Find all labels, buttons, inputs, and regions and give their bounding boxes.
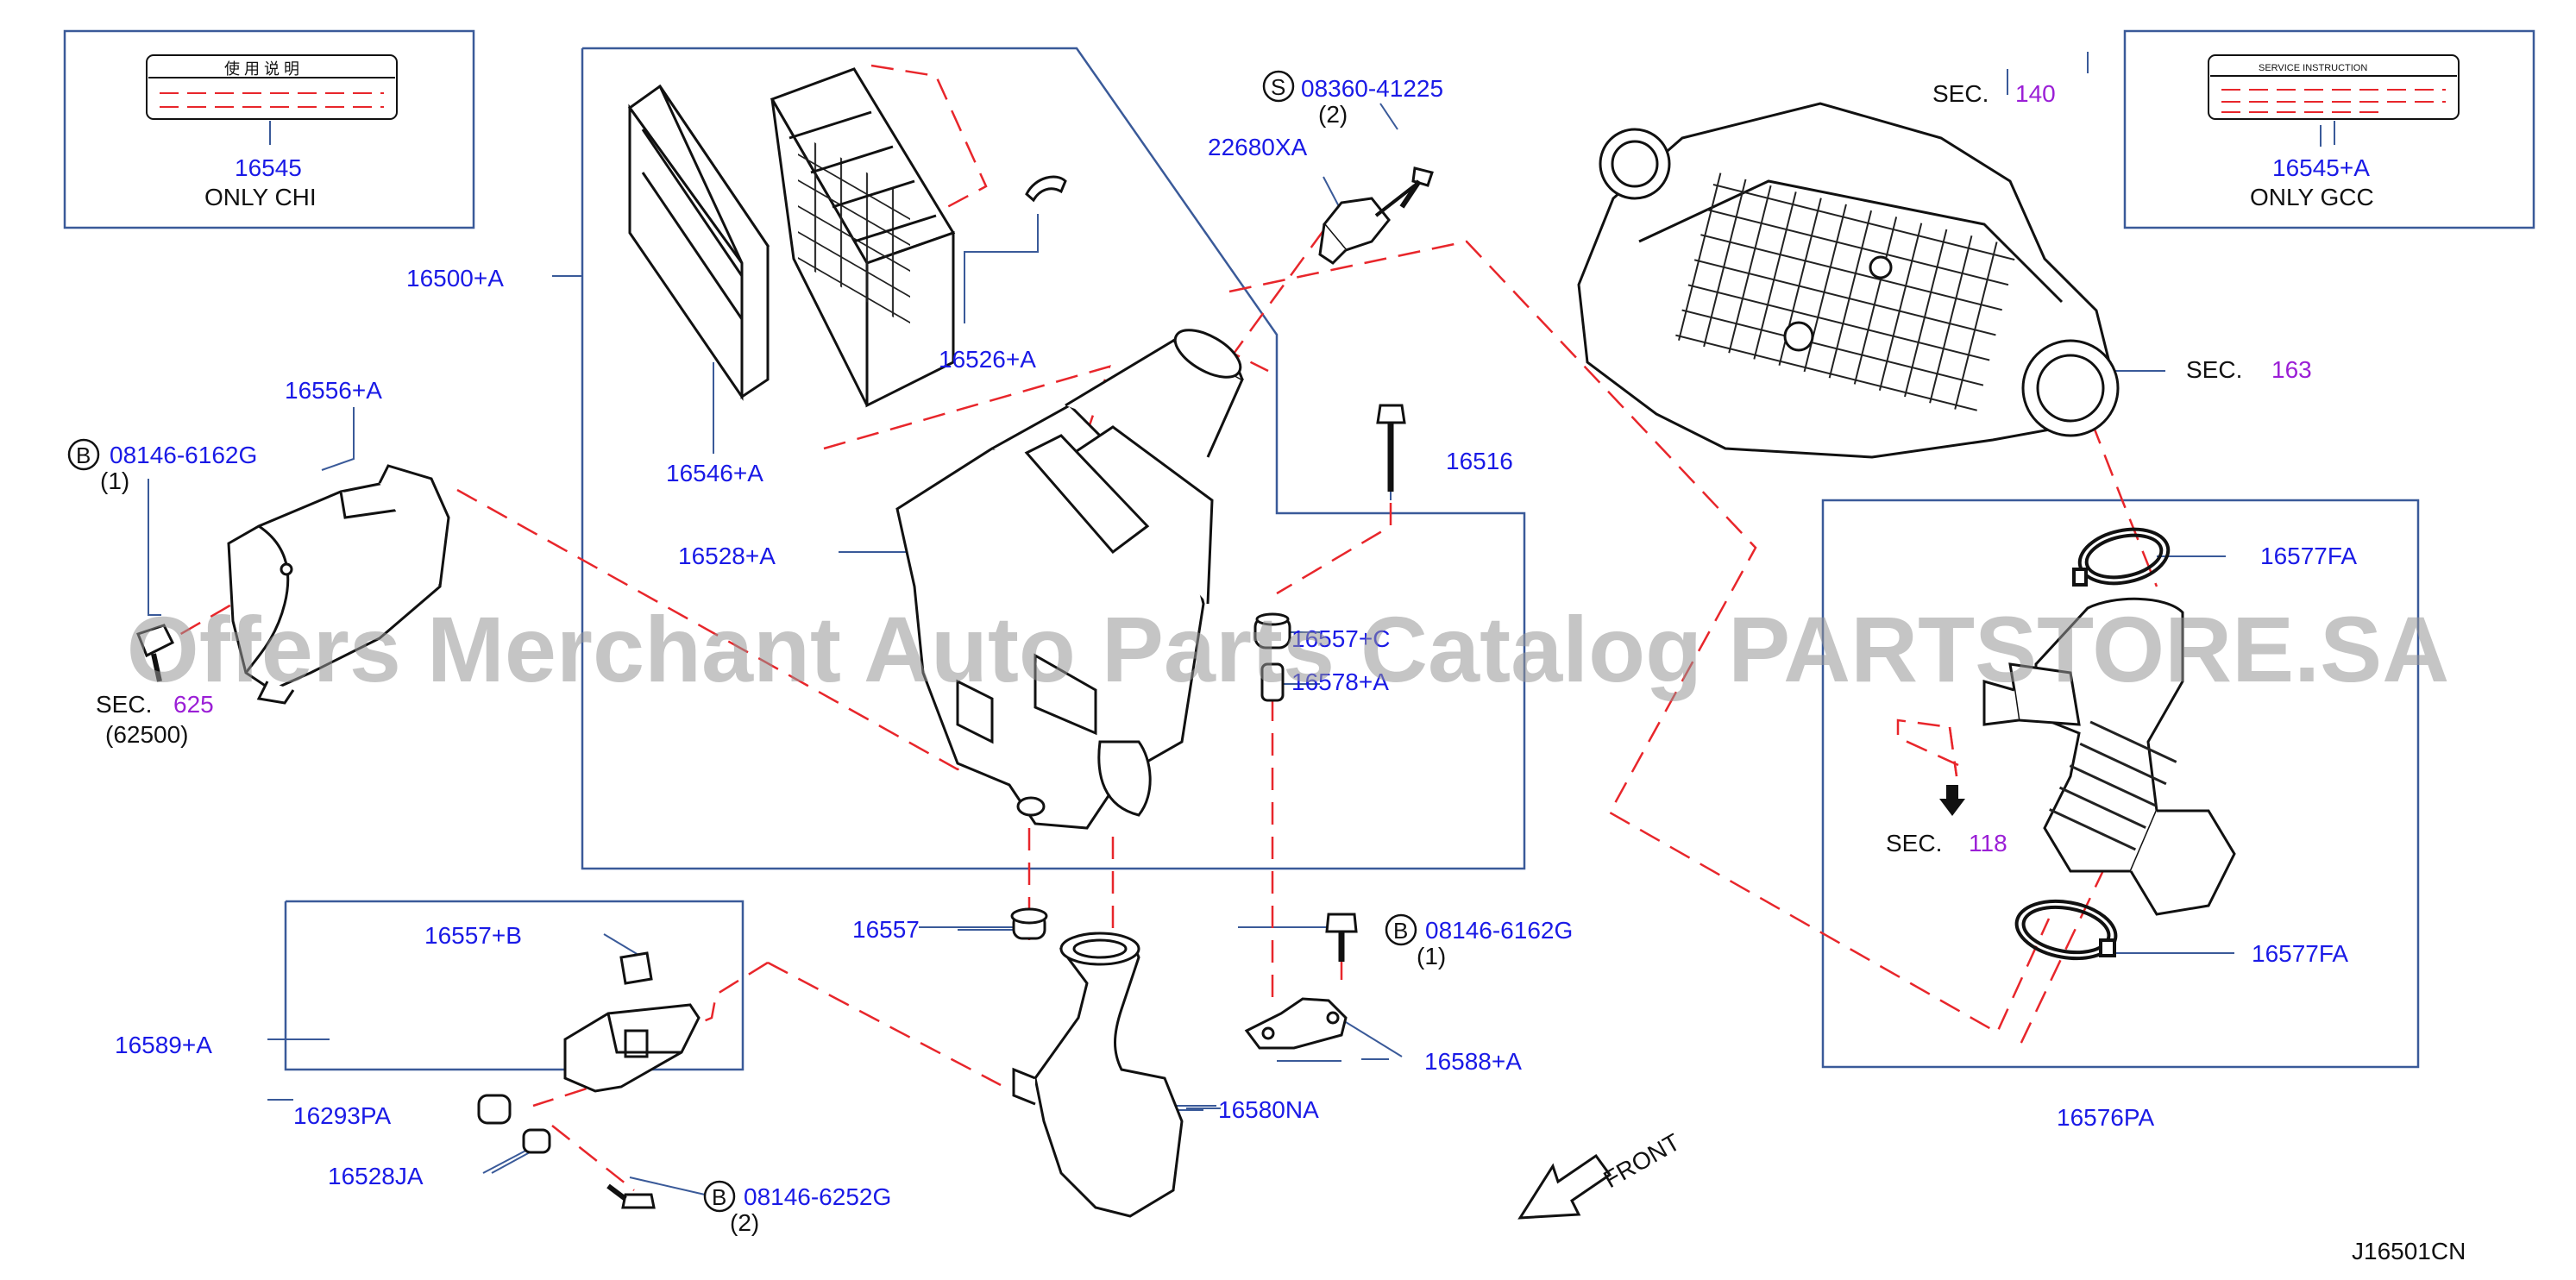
label-16577fa-upper: 16577FA (2260, 543, 2357, 569)
front-arrow (1517, 1153, 1612, 1220)
section-numbers: 625 140 163 118 (173, 80, 2312, 856)
label-16526a: 16526+A (939, 346, 1036, 373)
air-cleaner-frame (581, 47, 1526, 870)
label-16589a: 16589+A (115, 1032, 212, 1058)
bolt-08146-6162g-right (1325, 913, 1358, 962)
spacer-16578 (1260, 662, 1285, 702)
marks (67, 70, 1417, 1213)
label-08146-6252g: 08146-6252G (744, 1183, 891, 1210)
label-16557b: 16557+B (424, 922, 522, 949)
label-16588a: 16588+A (1424, 1048, 1522, 1075)
sec625-sub: (62500) (105, 721, 189, 748)
chi-sticker (146, 54, 398, 145)
label-16545a: 16545+A (2272, 154, 2370, 181)
air-flow-sensor (1318, 184, 1417, 265)
screw-08360 (1399, 166, 1434, 209)
chi-only-note: ONLY CHI (204, 184, 317, 210)
label-08146-6162g-right: 08146-6162G (1425, 917, 1573, 944)
bolt-08146-6252g (606, 1183, 656, 1209)
left-bolt (136, 624, 175, 682)
chi-sticker-heading: 使 用 说 明 (224, 60, 299, 78)
sec118-arrow (1939, 785, 1965, 816)
gcc-sticker-heading: SERVICE INSTRUCTION (2259, 63, 2367, 73)
label-16528ja: 16528JA (328, 1163, 424, 1189)
mark-s: S (1271, 74, 1285, 100)
sec118-word: SEC. (1886, 830, 1942, 856)
label-08360-41225: 08360-41225 (1301, 75, 1443, 102)
mark-b-bottom: B (712, 1184, 726, 1210)
cover-clip (1025, 175, 1067, 203)
label-16577fa-lower: 16577FA (2252, 940, 2348, 967)
label-qty-2-bolt: (2) (730, 1209, 759, 1236)
gcc-label-frame (2123, 29, 2535, 229)
label-16557: 16557 (852, 916, 920, 943)
air-duct-hose (1982, 597, 2236, 916)
grommet-16557c (1253, 612, 1291, 649)
label-16576pa: 16576PA (2057, 1104, 2154, 1131)
label-qty-1-right: (1) (1417, 943, 1446, 969)
label-qty-1-left: (1) (100, 467, 129, 494)
clamp-lower (2014, 899, 2118, 961)
bracket-frame (284, 900, 745, 1071)
sec625-word: SEC. (96, 691, 152, 718)
air-cleaner-cover (770, 67, 956, 408)
mark-b-left: B (76, 442, 91, 468)
air-filter-element (627, 84, 770, 401)
grommet-16293pa (477, 1094, 512, 1125)
label-16556a: 16556+A (285, 377, 382, 404)
sec118-number: 118 (1969, 830, 2007, 856)
frames (63, 29, 2535, 1071)
air-cleaner-body (895, 329, 1244, 830)
bracket-16589 (563, 1003, 701, 1093)
mark-b-right: B (1393, 918, 1408, 944)
label-16578: 16578+A (1291, 668, 1389, 695)
front-label: FRONT (1599, 1128, 1685, 1193)
intake-manifold (1577, 102, 2120, 459)
label-16580na: 16580NA (1218, 1096, 1319, 1123)
label-16528a: 16528+A (678, 543, 776, 569)
diagram-code: J16501CN (2352, 1238, 2466, 1264)
sec163-word: SEC. (2186, 356, 2242, 383)
sec163-number: 163 (2271, 356, 2312, 383)
bracket-16588 (1244, 997, 1348, 1050)
gcc-only-note: ONLY GCC (2250, 184, 2374, 210)
label-16545: 16545 (235, 154, 302, 181)
grommet-16557b (619, 951, 653, 985)
sec140-number: 140 (2015, 80, 2056, 107)
bolt-16516 (1376, 404, 1406, 492)
label-16500a: 16500+A (406, 265, 504, 292)
label-08146-6162g-left: 08146-6162G (110, 442, 257, 468)
grommet-16557 (1010, 907, 1048, 940)
resonator (1012, 932, 1184, 1218)
label-16516: 16516 (1446, 448, 1513, 474)
collar-16528ja (522, 1128, 551, 1154)
label-22680xa: 22680XA (1208, 134, 1308, 160)
duct-frame (1821, 499, 2420, 1069)
label-16557c: 16557+C (1291, 625, 1390, 652)
label-16293pa: 16293PA (293, 1102, 391, 1129)
sec140-word: SEC. (1932, 80, 1989, 107)
label-16546a: 16546+A (666, 460, 763, 486)
part-labels: 16500+A 16546+A 16526+A 16528+A 16556+A … (100, 75, 2370, 1236)
intake-elbow (227, 464, 450, 705)
chi-label-frame (63, 29, 475, 229)
sec625-number: 625 (173, 691, 214, 718)
gcc-sticker (2208, 54, 2460, 145)
label-qty-2-screw: (2) (1318, 101, 1348, 128)
clamp-upper (2072, 527, 2171, 587)
